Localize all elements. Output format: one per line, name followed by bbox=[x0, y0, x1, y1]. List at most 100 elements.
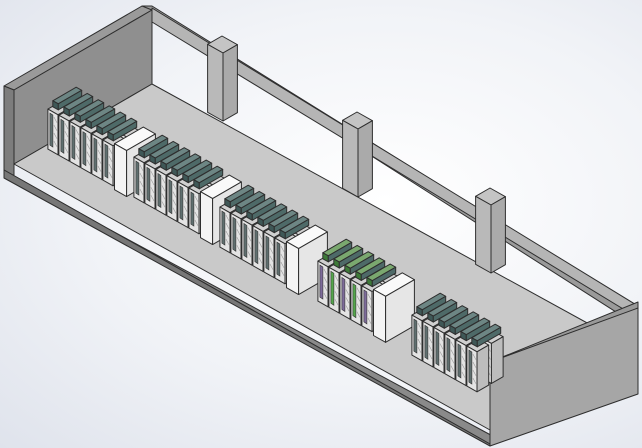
rack-vent-line bbox=[367, 293, 372, 300]
cable-tray bbox=[355, 257, 386, 281]
rack-vent-line bbox=[53, 140, 58, 147]
rack-vent-line bbox=[428, 337, 433, 344]
rack-vent-line bbox=[183, 205, 188, 212]
rack-vent-line bbox=[472, 361, 477, 368]
rack-door-panel bbox=[265, 235, 270, 271]
rack-vent-line bbox=[356, 295, 361, 302]
server-row bbox=[317, 238, 415, 343]
rack-vent-line bbox=[97, 141, 102, 148]
unit-front bbox=[114, 143, 128, 198]
rack-vent-line bbox=[194, 211, 199, 218]
cable-tray bbox=[193, 165, 224, 190]
tray-end bbox=[284, 218, 310, 240]
rack-vent-line bbox=[345, 297, 350, 304]
rack-vent-line bbox=[64, 123, 69, 130]
cable-tray bbox=[322, 238, 353, 263]
rack-vent-line bbox=[108, 147, 113, 154]
rack-vent-line bbox=[75, 137, 80, 144]
rack-vent-line bbox=[75, 145, 80, 152]
cable-tray bbox=[460, 317, 491, 342]
rack-vent-line bbox=[247, 251, 252, 258]
rack-vent-line bbox=[356, 303, 361, 310]
structural-column bbox=[475, 187, 506, 274]
rack-vent-line bbox=[334, 291, 339, 298]
server-rack bbox=[466, 338, 490, 393]
rack-vent-line bbox=[194, 203, 199, 210]
cable-tray bbox=[149, 140, 180, 165]
cable-tray bbox=[471, 323, 502, 348]
rack-vent-line bbox=[450, 365, 455, 372]
rack-vent-line bbox=[439, 359, 444, 366]
rack-vent-line bbox=[247, 227, 252, 234]
rack-door-panel bbox=[435, 330, 440, 367]
cable-tray bbox=[366, 263, 397, 288]
rack-vent-line bbox=[258, 249, 263, 256]
rack-door-panel bbox=[446, 337, 451, 373]
structural-column bbox=[207, 35, 238, 122]
rack-vent-line bbox=[345, 289, 350, 296]
rack-vent-line bbox=[269, 263, 274, 270]
rack-vent-line bbox=[194, 219, 199, 226]
rack-door-panel bbox=[232, 216, 237, 252]
server-row bbox=[47, 86, 156, 198]
rack-vent-line bbox=[439, 351, 444, 358]
rack-vent-line bbox=[225, 214, 230, 221]
rack-vent-line bbox=[150, 171, 155, 178]
rack-door-panel bbox=[82, 131, 87, 167]
column-front bbox=[475, 195, 492, 274]
rack-vent-line bbox=[269, 239, 274, 246]
cable-tray bbox=[63, 92, 94, 117]
rack-vent-line bbox=[258, 257, 263, 264]
rack-vent-line bbox=[86, 151, 91, 158]
rack-vent-line bbox=[461, 347, 466, 354]
column-front bbox=[342, 119, 359, 198]
rack-vent-line bbox=[64, 139, 69, 146]
rack-vent-line bbox=[323, 268, 328, 275]
rack-vent-line bbox=[280, 261, 285, 268]
rack-vent-line bbox=[86, 143, 91, 150]
rack-vent-line bbox=[258, 233, 263, 240]
rack-vent-line bbox=[439, 343, 444, 350]
cable-tray bbox=[85, 105, 116, 129]
unit-front bbox=[373, 289, 387, 343]
rack-end bbox=[490, 336, 504, 384]
rack-vent-line bbox=[161, 177, 166, 184]
rack-door-panel bbox=[413, 318, 418, 354]
rack-vent-line bbox=[108, 163, 113, 170]
rack-vent-line bbox=[450, 341, 455, 348]
rack-vent-line bbox=[345, 305, 350, 312]
rack-vent-line bbox=[86, 135, 91, 142]
rack-door-panel bbox=[319, 264, 324, 300]
unit-end bbox=[385, 279, 415, 343]
rack-vent-line bbox=[345, 281, 350, 288]
structural-column bbox=[342, 111, 373, 198]
rack-door-panel bbox=[276, 241, 281, 277]
unit-front bbox=[286, 241, 300, 296]
rack-door-panel bbox=[49, 112, 54, 148]
rack-vent-line bbox=[280, 245, 285, 252]
rack-vent-line bbox=[461, 371, 466, 378]
rack-vent-line bbox=[247, 243, 252, 250]
rack-vent-line bbox=[139, 180, 144, 187]
column-end bbox=[357, 120, 373, 198]
tray-end bbox=[112, 120, 138, 142]
rack-vent-line bbox=[236, 237, 241, 244]
cable-tray bbox=[416, 292, 447, 317]
tray-end bbox=[476, 326, 502, 348]
cable-tray bbox=[52, 86, 83, 111]
rack-vent-line bbox=[53, 124, 58, 131]
rack-vent-line bbox=[172, 191, 177, 198]
cable-tray bbox=[160, 147, 191, 171]
rack-vent-line bbox=[108, 171, 113, 178]
rack-vent-line bbox=[139, 172, 144, 179]
rack-door-panel bbox=[424, 324, 429, 360]
column-end bbox=[222, 44, 238, 122]
rack-vent-line bbox=[75, 153, 80, 160]
rack-vent-line bbox=[53, 132, 58, 139]
equipment-layer bbox=[47, 35, 506, 393]
rack-end bbox=[476, 344, 490, 393]
column-front bbox=[207, 43, 224, 122]
rack-vent-line bbox=[225, 238, 230, 245]
rack-door-panel bbox=[168, 179, 173, 215]
